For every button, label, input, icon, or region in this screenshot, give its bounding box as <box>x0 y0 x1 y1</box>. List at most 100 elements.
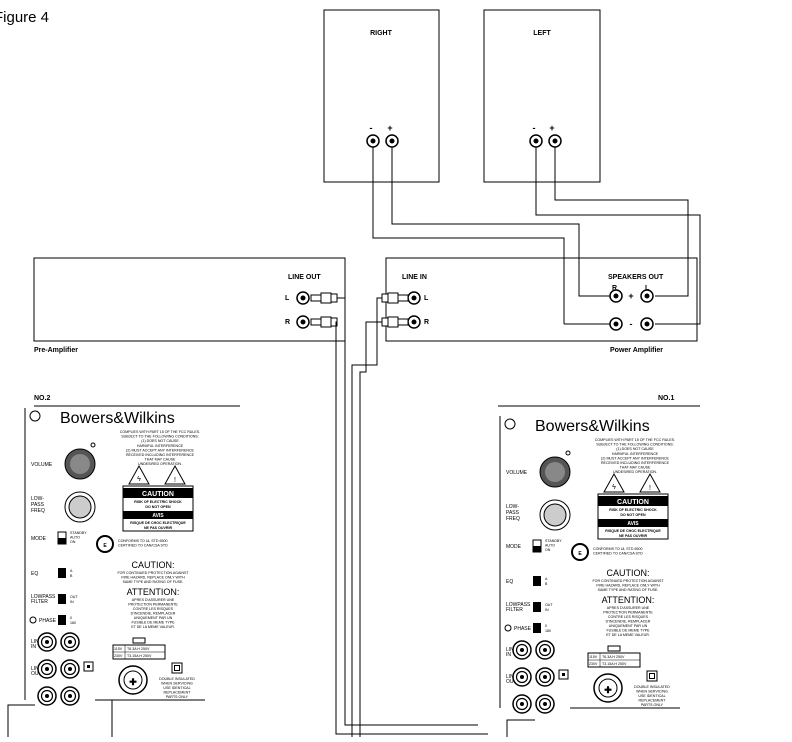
poweramp-line-in-l-jack <box>407 291 421 305</box>
attention-notice: UNIQUEMENT PAR UN <box>134 616 173 620</box>
conforms-text: CONFORMS TO UL STD 6500 <box>118 539 167 543</box>
mode-switch-knob <box>58 538 66 544</box>
lowpass-freq-label: LOW- <box>506 504 519 510</box>
double-insulated-notice: DOUBLE INSULATED <box>159 677 195 681</box>
lowpass-filter-options: OUT <box>545 603 553 607</box>
mode-options: STANDBY <box>70 531 87 535</box>
preamp-l-label: L <box>285 295 290 302</box>
lowpass-filter-label: FILTER <box>31 599 48 605</box>
speakers-out-label: SPEAKERS OUT <box>608 274 664 281</box>
caution-notice: FIRE HAZARD, REPLACE ONLY WITH <box>121 576 185 580</box>
caution-banner-bg <box>598 496 668 506</box>
preamp-line-out-r-jack <box>296 315 310 329</box>
etl-mark-icon <box>96 535 114 553</box>
phase-screw-icon <box>504 624 512 632</box>
fuse-rating-2: T3.15A H 250V <box>127 654 152 658</box>
preamp-line-out-label: LINE OUT <box>288 274 321 281</box>
double-insulated-notice: USE IDENTICAL <box>638 694 665 698</box>
phase-switch <box>533 623 541 633</box>
eq-options: A <box>70 569 73 573</box>
conforms-text: CERTIFIED TO CAN/CSA STD <box>118 544 168 548</box>
volume-label: VOLUME <box>506 470 528 476</box>
double-insulated-notice: REPLACEMENT <box>639 699 667 703</box>
power-inlet-glyph: ✚ <box>129 677 137 687</box>
right-speaker-minus-label: - <box>370 123 373 133</box>
line-in-l-jack-ring <box>515 643 529 657</box>
line-out-label: OUT <box>31 671 42 677</box>
eq-switch <box>533 576 541 586</box>
fuse-icon <box>607 645 621 652</box>
shock-warning-icon <box>603 472 625 493</box>
ne-pas-text: NE PAS OUVRIR <box>619 534 647 538</box>
fcc-notice: THAT MAY CAUSE <box>620 466 651 470</box>
conforms-text: CONFORMS TO UL STD 6500 <box>593 547 642 551</box>
phase-switch <box>58 615 66 625</box>
subwoofer-no2-label: NO.2 <box>34 395 50 402</box>
left-speaker-plus-terminal <box>548 134 562 148</box>
caution-banner: CAUTION <box>617 499 649 506</box>
line-in-label: LINE <box>506 647 518 653</box>
conforms-text: CERTIFIED TO CAN/CSA STD <box>593 552 643 556</box>
line-out-2-r-jack-ring <box>63 689 77 703</box>
fcc-notice: (2) MUST ACCEPT ANY INTERFERENCE <box>601 456 669 460</box>
lowpass-knob-inner <box>68 495 92 519</box>
etl-glyph: E <box>578 551 582 557</box>
fcc-notice: (2) MUST ACCEPT ANY INTERFERENCE <box>126 448 194 452</box>
line-out-l-jack-pin <box>520 675 524 679</box>
line-in-l-jack-pin <box>45 640 49 644</box>
eq-options: A <box>545 577 548 581</box>
poweramp-l-plug <box>381 292 409 304</box>
lowpass-filter-switch <box>58 594 66 604</box>
speakers-out-r-label: R <box>612 285 617 292</box>
risque-text: RISQUE DE CHOC ELECTRIQUE <box>130 521 186 525</box>
right-speaker-plus-terminal <box>385 134 399 148</box>
mode-label: MODE <box>506 544 522 550</box>
line-out-label: LINE <box>506 674 518 680</box>
phase-label: PHASE <box>514 626 532 632</box>
mode-label: MODE <box>31 536 47 542</box>
caution-banner-bg <box>123 488 193 498</box>
preamp-r-label: R <box>285 319 290 326</box>
power-amplifier-label: Power Amplifier <box>610 347 663 354</box>
phase-options: 0 <box>70 616 72 620</box>
double-insulated-notice: REPLACEMENT <box>164 691 192 695</box>
attention-notice: APRES D'ASSURER UNE <box>132 598 175 602</box>
eq-switch <box>58 568 66 578</box>
line-in-r-jack-pin <box>543 648 547 652</box>
poweramp-line-in-label: LINE IN <box>402 274 427 281</box>
double-insulated-notice: DOUBLE INSULATED <box>634 685 670 689</box>
fuse-icon <box>132 637 146 644</box>
fuse-rating-1: T6.3A H 250V <box>127 647 150 651</box>
right-speaker-plus-label: + <box>387 123 392 133</box>
caution-notice: SAME TYPE AND RATING OF FUSE. <box>598 588 659 592</box>
line-in-l-jack-ring <box>40 635 54 649</box>
lowpass-freq-label: FREQ <box>31 508 45 514</box>
right-speaker-label: RIGHT <box>370 30 393 37</box>
lowpass-filter-options: OUT <box>70 595 78 599</box>
lowpass-filter-label: FILTER <box>506 607 523 613</box>
small-connector-pin <box>87 665 90 668</box>
caution-banner: CAUTION <box>142 491 174 498</box>
mode-options: STANDBY <box>545 539 562 543</box>
fcc-notice: COMPLIES WITH PART 15 OF THE FCC RULES. <box>595 438 675 442</box>
subwoofer-no1-label: NO.1 <box>658 395 674 402</box>
avis-banner-bg <box>123 511 193 519</box>
line-level-wires <box>335 297 500 742</box>
power-amplifier: Power Amplifier LINE IN L R SPEAKERS OUT… <box>381 257 698 354</box>
line-in-r-jack-pin <box>68 640 72 644</box>
line-in-label: LINE <box>31 639 43 645</box>
line-out-2-r-jack-pin <box>68 694 72 698</box>
right-speaker: RIGHT - + <box>323 9 440 183</box>
fcc-notice: SUBJECT TO THE FOLLOWING CONDITIONS: <box>596 443 673 447</box>
mode-options: AUTO <box>70 536 80 540</box>
mode-options: AUTO <box>545 544 555 548</box>
lowpass-freq-label: PASS <box>31 502 45 508</box>
lowpass-freq-label: PASS <box>506 510 520 516</box>
do-not-open-text: DO NOT OPEN <box>145 505 171 509</box>
risk-text: RISK OF ELECTRIC SHOCK <box>609 508 657 512</box>
lowpass-filter-switch <box>533 602 541 612</box>
avis-banner: AVIS <box>627 521 639 527</box>
power-led-icon <box>565 450 571 456</box>
attention-notice: CONTRE LES RISQUES <box>608 615 649 619</box>
